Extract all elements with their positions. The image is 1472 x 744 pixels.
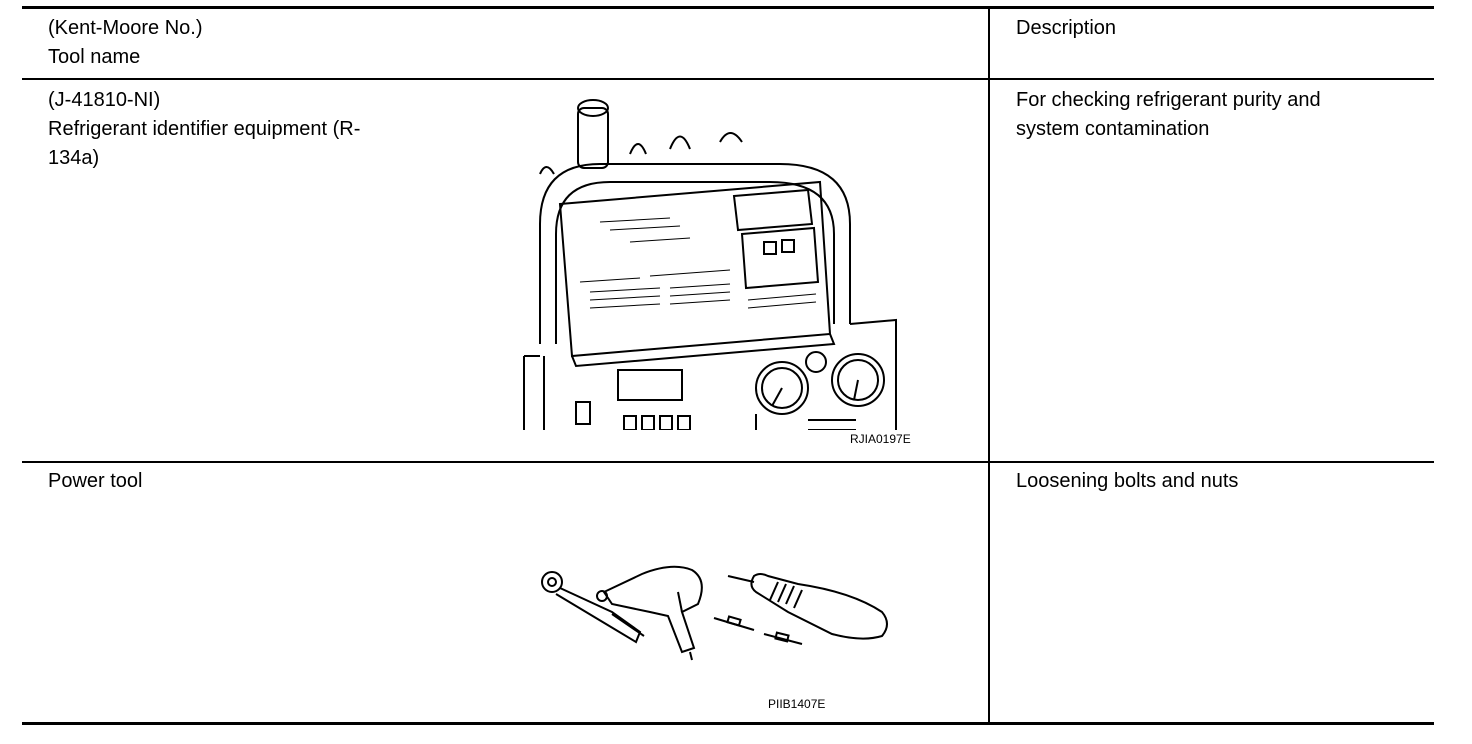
tool-table: (Kent-Moore No.) Tool name Description (… [22, 6, 1434, 725]
row1-description-line2: system contamination [1016, 118, 1210, 140]
row1-description-line1: For checking refrigerant purity and [1016, 89, 1321, 111]
header-bottom-rule [22, 78, 1434, 80]
row2-description: Loosening bolts and nuts [1016, 470, 1239, 492]
header-tool-name: Tool name [48, 46, 141, 68]
row2-figure-label: PIIB1407E [768, 697, 826, 711]
column-divider [988, 6, 990, 724]
header-description: Description [1016, 17, 1117, 39]
row1-tool-number: (J-41810-NI) [48, 89, 161, 111]
header-tool-number: (Kent-Moore No.) [48, 17, 203, 39]
table-bottom-rule [22, 722, 1434, 725]
row1-tool-name-line2: 134a) [48, 147, 100, 169]
table-top-rule [22, 6, 1434, 9]
row1-bottom-rule [22, 461, 1434, 463]
row2-tool-name: Power tool [48, 470, 143, 492]
row1-figure-label: RJIA0197E [850, 432, 911, 446]
refrigerant-identifier-illustration-icon [520, 94, 900, 430]
row1-tool-name-line1: Refrigerant identifier equipment (R- [48, 118, 361, 140]
power-tools-illustration-icon [532, 552, 892, 662]
